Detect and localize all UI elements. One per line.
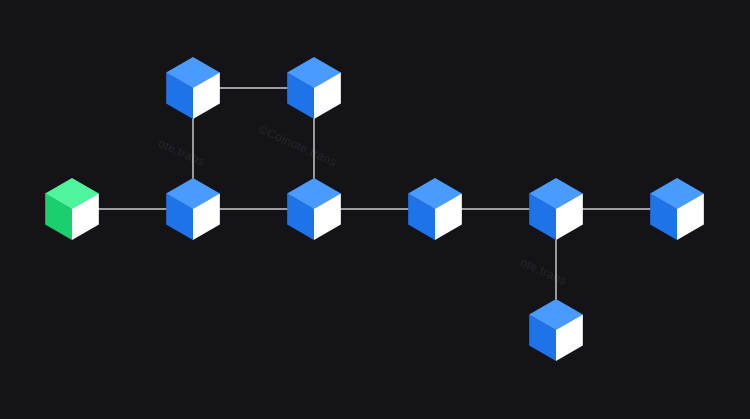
block-icon-b9 xyxy=(529,299,583,361)
cube-left-face xyxy=(45,193,72,240)
cube-right-face xyxy=(72,193,99,240)
cube-left-face xyxy=(166,72,193,119)
edges-layer xyxy=(71,87,678,331)
cube-right-face xyxy=(677,193,704,240)
block-icon-b2 xyxy=(287,178,341,240)
cube-right-face xyxy=(314,72,341,119)
cube-left-face xyxy=(166,193,193,240)
cube-right-face xyxy=(556,314,583,361)
cube-right-face xyxy=(314,193,341,240)
cube-top-face xyxy=(166,57,220,88)
cube-left-face xyxy=(529,193,556,240)
cube-right-face xyxy=(193,72,220,119)
cube-right-face xyxy=(556,193,583,240)
block-icon-b3 xyxy=(166,57,220,119)
cube-left-face xyxy=(408,193,435,240)
nodes-layer xyxy=(45,57,704,361)
cube-left-face xyxy=(287,72,314,119)
cube-left-face xyxy=(650,193,677,240)
block-icon-b6 xyxy=(529,178,583,240)
block-icon-b4 xyxy=(287,57,341,119)
cube-right-face xyxy=(193,193,220,240)
cube-right-face xyxy=(435,193,462,240)
cube-top-face xyxy=(166,178,220,209)
genesis-block-icon-genesis xyxy=(45,178,99,240)
cube-left-face xyxy=(529,314,556,361)
cube-left-face xyxy=(287,193,314,240)
block-icon-b1 xyxy=(166,178,220,240)
block-icon-b5 xyxy=(408,178,462,240)
block-icon-b8 xyxy=(650,178,704,240)
